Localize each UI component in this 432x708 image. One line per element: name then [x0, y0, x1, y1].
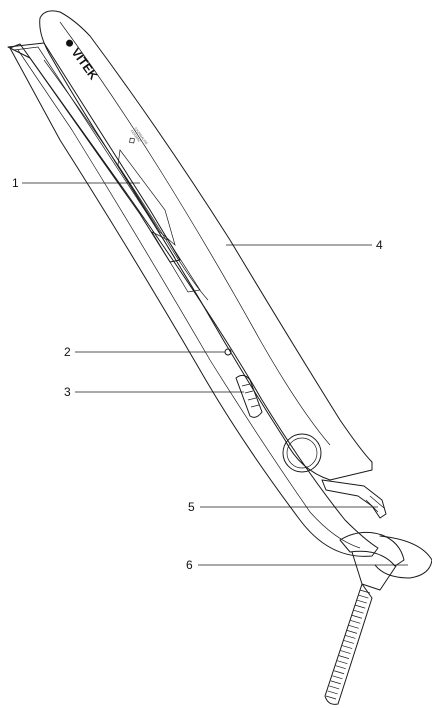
strain-relief-rib: [329, 685, 340, 690]
svg-text:6: 6: [186, 558, 193, 572]
locking-clip: [321, 479, 387, 519]
svg-text:2: 2: [64, 345, 71, 359]
callout-5: 5: [188, 500, 378, 514]
callout-6: 6: [186, 558, 408, 572]
strain-relief-rib: [327, 690, 338, 695]
strain-relief-rib: [355, 604, 366, 609]
locking-clip-detail: [365, 495, 385, 513]
cord-strain-relief: [324, 583, 373, 705]
strain-relief-rib: [333, 670, 345, 675]
strain-relief-ribs: [325, 589, 371, 700]
hinge-knob-inner: [286, 437, 318, 469]
brand-name: VITEK: [69, 46, 101, 83]
callout-3: 3: [64, 385, 244, 399]
strain-relief-rib: [342, 645, 353, 649]
hinge-knob: [282, 433, 322, 473]
front-housing-inner-line: [59, 21, 331, 446]
strain-relief-rib: [338, 655, 350, 659]
back-arm: [9, 43, 379, 557]
strain-relief-rib: [359, 589, 371, 594]
callout-4: 4: [226, 238, 383, 252]
callout-2: 2: [64, 345, 225, 359]
housing-groove: [117, 149, 176, 247]
callout-1: 1: [12, 176, 140, 190]
strain-relief-rib: [332, 675, 343, 680]
strain-relief-rib: [356, 599, 367, 604]
heating-plate: [7, 42, 181, 263]
heating-plate-edge: [13, 46, 176, 259]
svg-text:3: 3: [64, 385, 71, 399]
strain-relief-rib: [351, 614, 363, 619]
strain-relief-rib: [340, 650, 351, 654]
cord-loop: [374, 535, 432, 579]
housing-slot: [151, 231, 201, 293]
cord-collar-neck: [351, 551, 397, 591]
strain-relief-rib: [353, 609, 364, 614]
temperature-switch: [235, 374, 263, 418]
strain-relief-rib: [345, 635, 356, 639]
strain-relief-rib: [325, 695, 337, 700]
strain-relief-rib: [343, 640, 354, 644]
logo-icon: [66, 39, 74, 47]
strain-relief-rib: [350, 619, 361, 624]
strain-relief-rib: [348, 624, 359, 629]
tourmaline-badge: TOURMALINE CERAMIC: [129, 126, 149, 145]
strain-relief-rib: [330, 680, 341, 685]
svg-text:4: 4: [376, 238, 383, 252]
back-arm-inner-edge: [17, 49, 361, 549]
svg-text:5: 5: [188, 500, 195, 514]
badge-diamond-icon: [129, 137, 135, 144]
front-housing: [39, 10, 373, 481]
strain-relief-rib: [335, 665, 346, 670]
strain-relief-rib: [337, 660, 348, 665]
strain-relief-rib: [346, 630, 358, 634]
plate-inner-line: [43, 59, 209, 301]
strain-relief-rib: [358, 594, 369, 599]
cord-collar: [339, 531, 405, 567]
svg-text:1: 1: [12, 176, 19, 190]
